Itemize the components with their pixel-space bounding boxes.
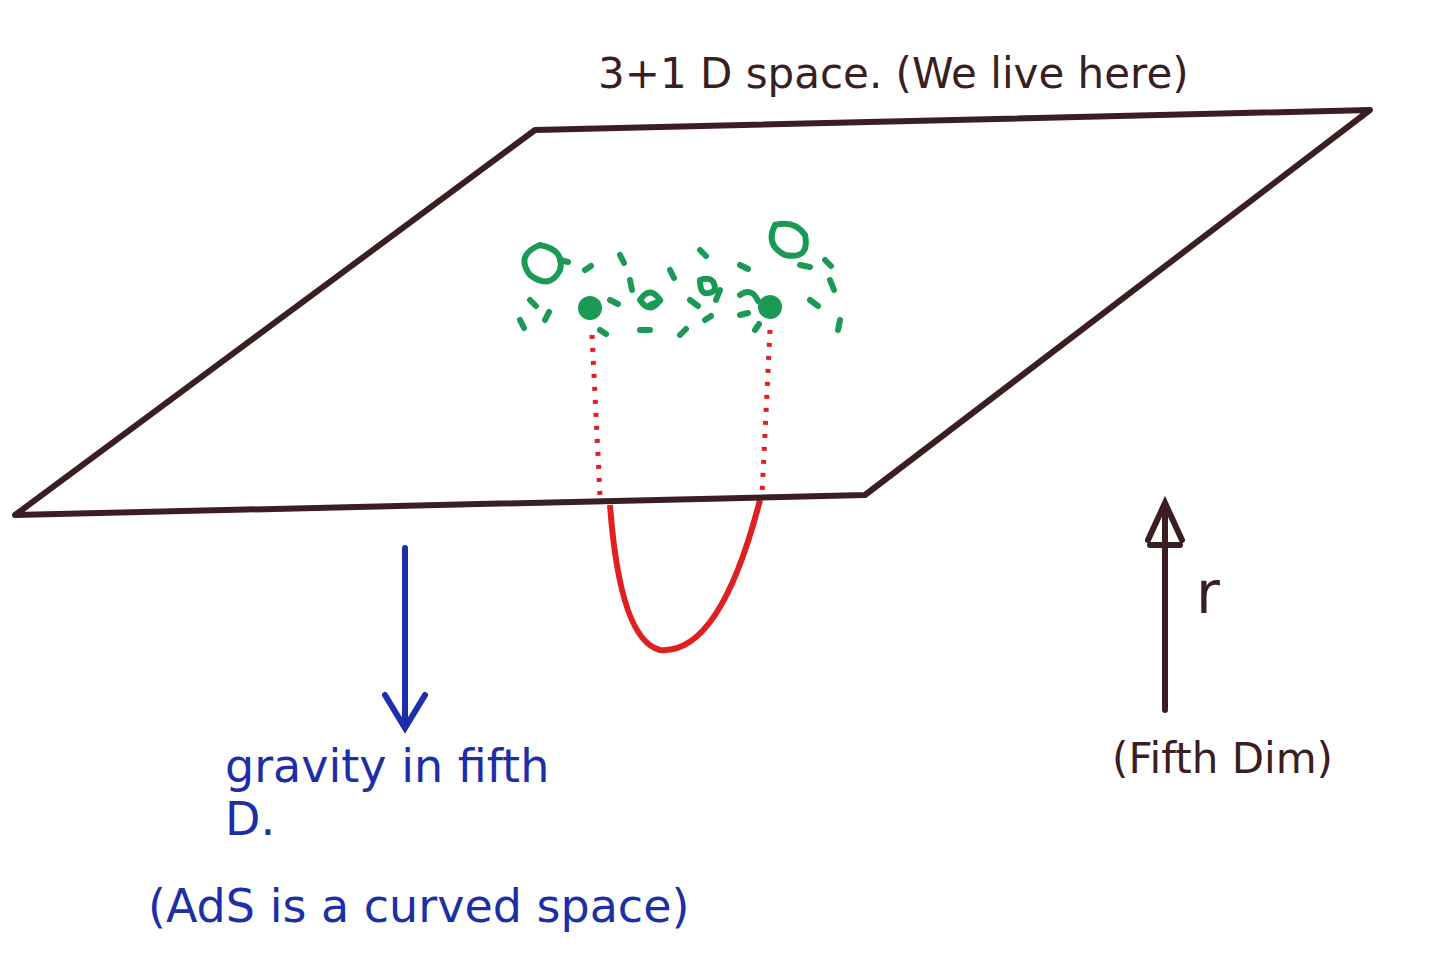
plane-outline [8, 40, 1388, 530]
string-dotted [592, 330, 770, 495]
fifth-dim-arrow [1148, 503, 1182, 710]
gravity-arrow [385, 548, 425, 728]
gravity-note: gravity in fifth D. [225, 740, 585, 846]
plane-heading: 3+1 D space. (We live here) [598, 50, 1388, 98]
quark-dot [578, 296, 602, 320]
axis-label: (Fifth Dim) [1112, 735, 1432, 783]
antiquark-dot [758, 295, 782, 319]
field-blob [520, 224, 840, 335]
plane-edge [15, 110, 1370, 515]
axis-symbol: r [1196, 560, 1276, 627]
ads-note: (AdS is a curved space) [148, 880, 928, 933]
string-curve [610, 500, 760, 650]
space-plane: 3+1 D space. (We live here) [8, 40, 1388, 530]
